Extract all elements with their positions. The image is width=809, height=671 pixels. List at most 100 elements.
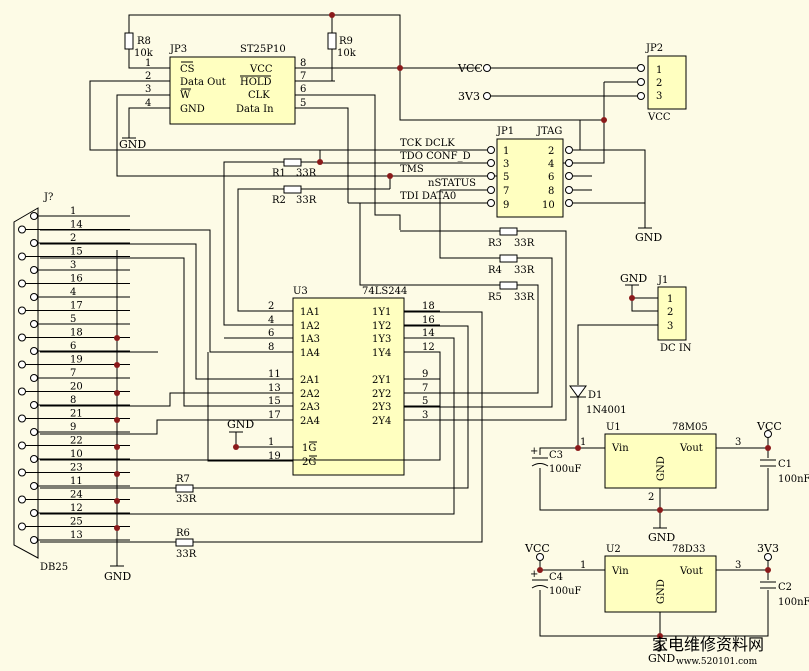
db25-pin — [30, 536, 38, 544]
u3-pin-num: 13 — [268, 383, 281, 394]
u3-pin-name: 1A1 — [300, 307, 320, 318]
r1-value: 33R — [296, 168, 317, 179]
u3-pin-num: 17 — [268, 410, 281, 421]
jp1-pin-num: 3 — [503, 159, 509, 170]
u3-pin-num: 5 — [422, 396, 428, 407]
r2-resistor: R2 33R — [237, 176, 391, 312]
db25-pin — [30, 293, 38, 301]
jp3-pin-name: CLK — [248, 90, 270, 101]
u3-pin-num: 7 — [422, 383, 428, 394]
c3-plus: + — [530, 446, 538, 457]
u3-pin-num: 3 — [422, 410, 428, 421]
u1-pin-num: 1 — [580, 437, 586, 448]
r3-resistor: R3 33R — [400, 227, 567, 421]
u3-pin-name: 2Y1 — [372, 375, 391, 386]
u3-pin-num: 12 — [422, 342, 435, 353]
jp1-pin-num: 6 — [548, 172, 554, 183]
u1-ref: U1 — [606, 422, 621, 433]
db25-pin-num: 4 — [70, 287, 76, 298]
u3-pin-num: 1 — [268, 437, 274, 448]
jp2-ref: JP2 — [645, 43, 663, 54]
db25-pin — [18, 279, 26, 288]
r2-value: 33R — [296, 195, 317, 206]
jp3-pin-name: W — [180, 90, 191, 101]
db25-pin-num: 23 — [70, 463, 83, 474]
u3-pin-name: 1Y1 — [372, 307, 391, 318]
r4-ref: R4 — [488, 265, 502, 276]
jp3-pin-name: VCC — [249, 64, 273, 75]
jp3-pin-num: 5 — [300, 98, 306, 109]
r5-ref: R5 — [488, 292, 502, 303]
u1-part: 78M05 — [672, 422, 708, 433]
r4-value: 33R — [514, 265, 535, 276]
jp3-flash: JP3 ST25P10 CS Data Out W GND VCC HOLD C… — [135, 44, 335, 125]
u3-pin-name: 2A3 — [300, 402, 320, 413]
r5-value: 33R — [514, 292, 535, 303]
jp1-pin-num: 4 — [548, 159, 554, 170]
jp1-pin-num: 5 — [503, 172, 509, 183]
u3-pin-name: 1A4 — [300, 348, 320, 359]
db25-pin — [30, 266, 38, 274]
vcc-label: VCC — [524, 542, 550, 555]
jp3-pin-name: CS — [180, 64, 195, 75]
gnd-label: GND — [104, 570, 131, 583]
u1-regulator: U1 78M05 Vin Vout GND 1 3 2 VCC GND — [539, 420, 782, 544]
db25-pin — [18, 333, 26, 342]
jp2-pin-num: 3 — [656, 91, 662, 102]
jp2-header: JP2 1 2 3 VCC VCC 3V3 — [457, 43, 687, 123]
u3-pin-num: 18 — [422, 301, 435, 312]
jp3-pin-num: 3 — [145, 84, 151, 95]
db25-pin-num: 5 — [70, 314, 76, 325]
db25-pin — [18, 441, 26, 450]
db25-pin-num: 16 — [70, 274, 83, 285]
db25-pin — [30, 509, 38, 517]
jp3-pin-num: 1 — [145, 58, 151, 69]
c2-capacitor: C2 100nF — [760, 581, 809, 608]
j1-ref: J1 — [657, 275, 668, 286]
r6-resistor: R6 33R — [40, 311, 483, 560]
u3-wiring: GND — [40, 229, 455, 515]
r1-ref: R1 — [272, 168, 286, 179]
u1-pin-num: 3 — [735, 437, 741, 448]
db25-pin — [18, 225, 26, 234]
jp1-name: JTAG — [536, 126, 562, 137]
db25-pin-num: 25 — [70, 517, 83, 528]
db25-pin-num: 15 — [70, 247, 83, 258]
r9-ref: R9 — [339, 36, 353, 47]
u3-pin-name: 1A2 — [300, 321, 320, 332]
jp2-pin-num: 1 — [656, 65, 662, 76]
gnd-jp3: GND — [119, 137, 146, 151]
u3-pin-name: 1Y3 — [372, 334, 391, 345]
u3-pin-num: 4 — [268, 315, 274, 326]
u3-pin-num: 8 — [268, 342, 274, 353]
c2-ref: C2 — [778, 582, 792, 593]
jp1-pin-num: 10 — [542, 200, 555, 211]
db25-pin — [18, 495, 26, 504]
jp3-pin-num: 6 — [300, 84, 306, 95]
c3-ref: C3 — [549, 450, 563, 461]
db25-pin-num: 24 — [70, 490, 83, 501]
jp3-pin-name: GND — [180, 104, 205, 115]
db25-pin-num: 17 — [70, 301, 83, 312]
db25-pin-num: 19 — [70, 355, 83, 366]
watermark-url: www.520101.com — [676, 657, 758, 667]
u2-vin: Vin — [611, 566, 629, 577]
u3-pin-name: 2Y3 — [372, 402, 391, 413]
u1-vin: Vin — [611, 443, 629, 454]
jtag-signal: TDI DATA0 — [400, 191, 456, 202]
3v3-label: 3V3 — [757, 542, 779, 555]
c1-ref: C1 — [778, 459, 792, 470]
db25-pin-num: 6 — [70, 341, 76, 352]
u3-part: 74LS244 — [362, 286, 407, 297]
c1-capacitor: C1 100nF — [760, 459, 809, 485]
gnd-label: GND — [635, 231, 662, 244]
junction-dots — [114, 12, 771, 639]
c4-capacitor: + C4 100uF — [530, 569, 582, 597]
jp3-pin-name: Data In — [236, 104, 274, 115]
u2-regulator: U2 78D33 Vin Vout GND 1 3 3V3 VCC GND — [524, 542, 779, 665]
r4-resistor: R4 33R — [404, 190, 553, 408]
jp1-jtag: JP1 JTAG 1 3 5 7 9 2 4 6 8 10 TCK DCLK T… — [320, 120, 662, 244]
gnd-label: GND — [227, 418, 254, 431]
u3-pin-num: 15 — [268, 396, 281, 407]
